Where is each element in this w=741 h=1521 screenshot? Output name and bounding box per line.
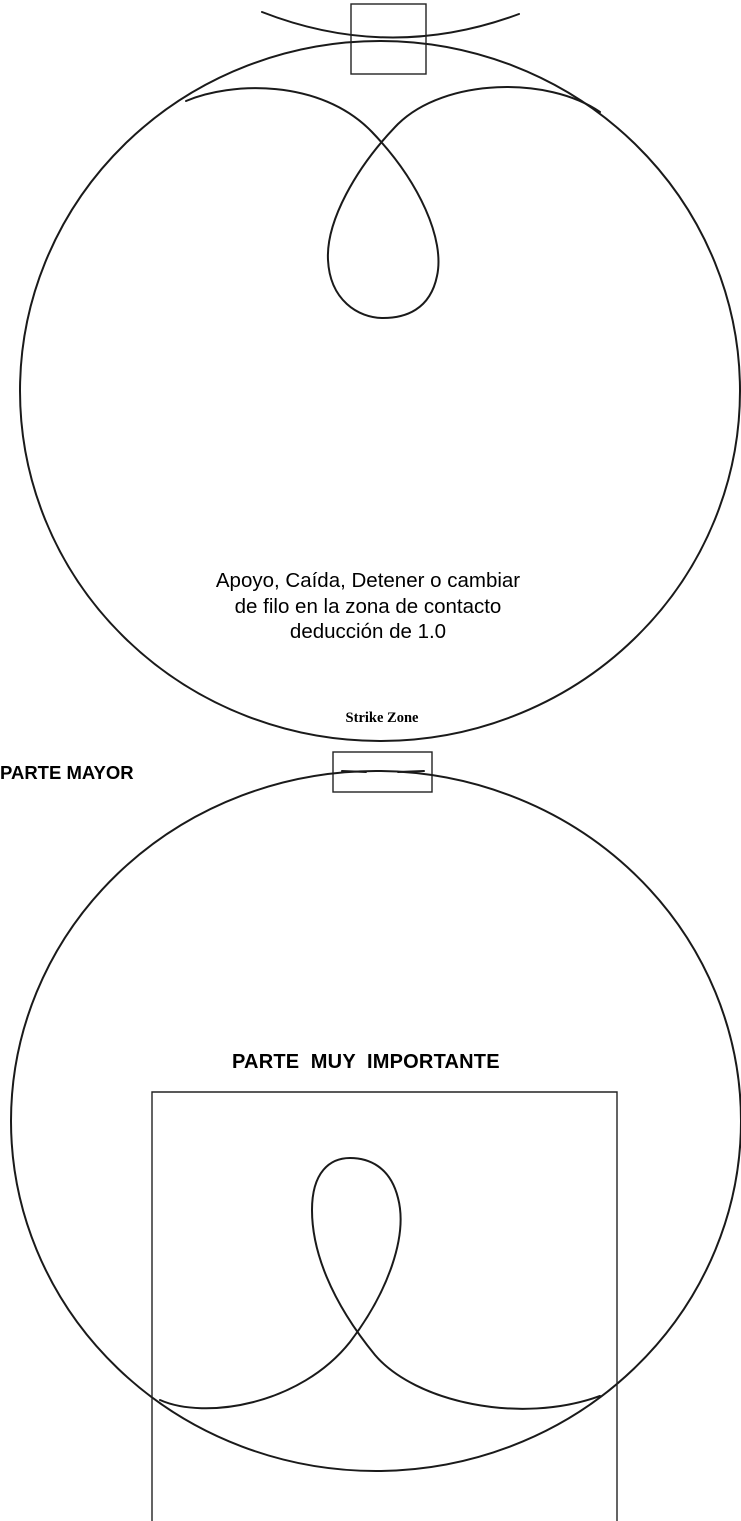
deduction-note-line-2: de filo en la zona de contacto bbox=[234, 594, 502, 618]
important-zone-box bbox=[151, 1091, 618, 1521]
major-part-label: PARTE MAYOR bbox=[0, 762, 134, 783]
deduction-note: Apoyo, Caída, Detener o cambiar de filo … bbox=[168, 562, 568, 649]
upper-circle bbox=[19, 40, 741, 742]
strike-zone-label: Strike Zone bbox=[345, 710, 419, 726]
deduction-note-line-1: Apoyo, Caída, Detener o cambiar bbox=[215, 569, 521, 592]
upper-loop-path bbox=[185, 86, 601, 319]
very-important-part-label: PARTE MUY IMPORTANTE bbox=[232, 1051, 500, 1073]
upper-contact-zone-box bbox=[350, 3, 427, 75]
top-entry-arc bbox=[261, 11, 520, 39]
lower-circle bbox=[10, 770, 741, 1472]
strike-zone-box bbox=[332, 751, 433, 793]
lower-loop-path bbox=[159, 1157, 601, 1410]
deduction-note-line-3: deducción de 1.0 bbox=[289, 620, 447, 643]
